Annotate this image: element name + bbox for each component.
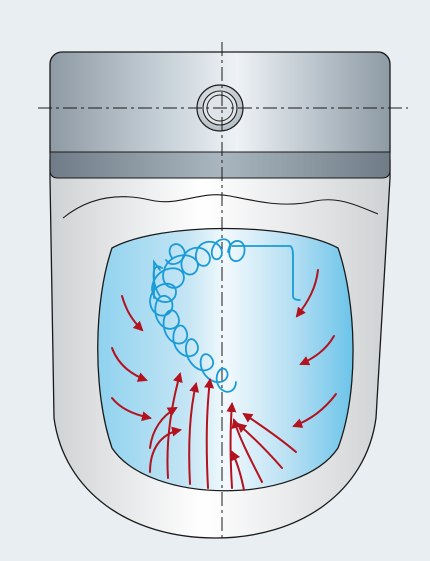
combustion-window (98, 229, 353, 491)
cap-band (50, 152, 390, 178)
